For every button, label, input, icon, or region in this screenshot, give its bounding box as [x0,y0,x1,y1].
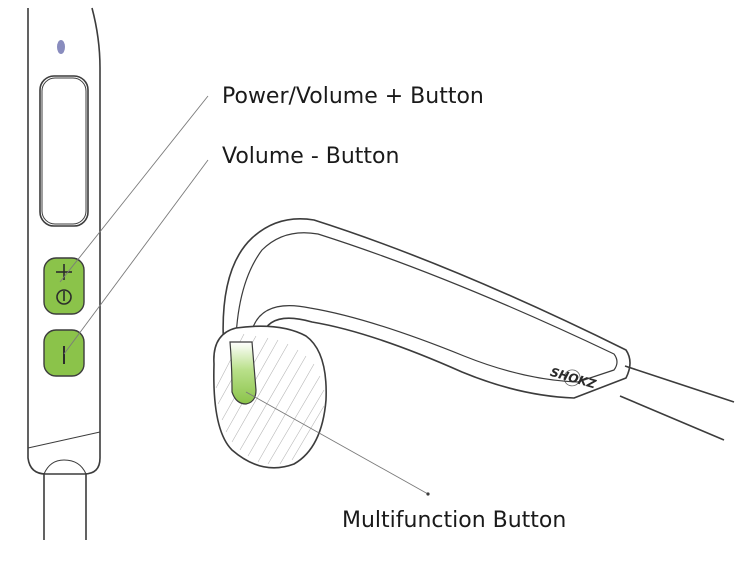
volume-minus-label: Volume - Button [222,144,400,169]
power-icon [56,289,72,305]
control-panel-recess [39,75,89,227]
indicator-light-icon [57,40,65,54]
earhook-inner [234,232,618,393]
power-volume-plus-label: Power/Volume + Button [222,84,484,109]
leader-multifunction [245,391,430,496]
leader-lines [59,95,209,355]
cable [43,474,87,540]
svg-text:SHOKZ: SHOKZ [549,365,598,391]
power-volume-plus-button[interactable] [43,257,85,315]
cable-top-edge [43,459,87,475]
neckband-side-view [27,7,101,540]
leader-power-volume-plus [59,95,209,283]
shokz-logo: SHOKZ [549,365,598,391]
headset-illustration [213,218,735,469]
multifunction-button[interactable] [229,341,257,405]
neckband-body-outline [27,7,101,475]
body-seam [27,431,101,449]
earhook-outer [222,218,631,399]
volume-minus-button[interactable] [43,329,85,377]
headband-cable [619,365,735,441]
leader-volume-minus [63,159,209,355]
multifunction-label: Multifunction Button [342,508,567,533]
control-panel-inner [41,77,87,225]
